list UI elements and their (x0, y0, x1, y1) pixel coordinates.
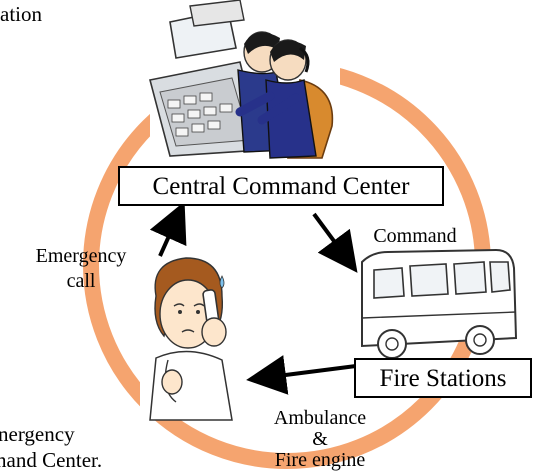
cut-text-bottom-left-2: nand Center. (0, 448, 103, 472)
dispatch-label: Ambulance & Fire engine (250, 408, 390, 471)
dispatch-line1: Ambulance (273, 407, 367, 429)
emergency-call-line1: Emergency (35, 245, 127, 267)
emergency-call-line2: call (66, 270, 96, 292)
emergency-call-label: Emergency call (18, 246, 144, 292)
ambulance-van-icon (361, 248, 518, 359)
dispatch-line2: & (312, 428, 328, 450)
command-arrow (312, 212, 358, 273)
cut-text-bottom-left-1: nergency (0, 422, 75, 446)
emergency-call-arrow (149, 201, 187, 257)
fire-stations-label: Fire Stations (354, 358, 532, 398)
command-center-label: Central Command Center (118, 166, 444, 206)
dispatch-arrow (246, 355, 357, 395)
dispatch-operators-icon (149, 0, 340, 160)
woman-on-phone-icon (140, 250, 250, 421)
cut-text-top-left: ation (0, 2, 42, 26)
command-label: Command (373, 225, 457, 247)
dispatch-line3: Fire engine (274, 449, 366, 471)
